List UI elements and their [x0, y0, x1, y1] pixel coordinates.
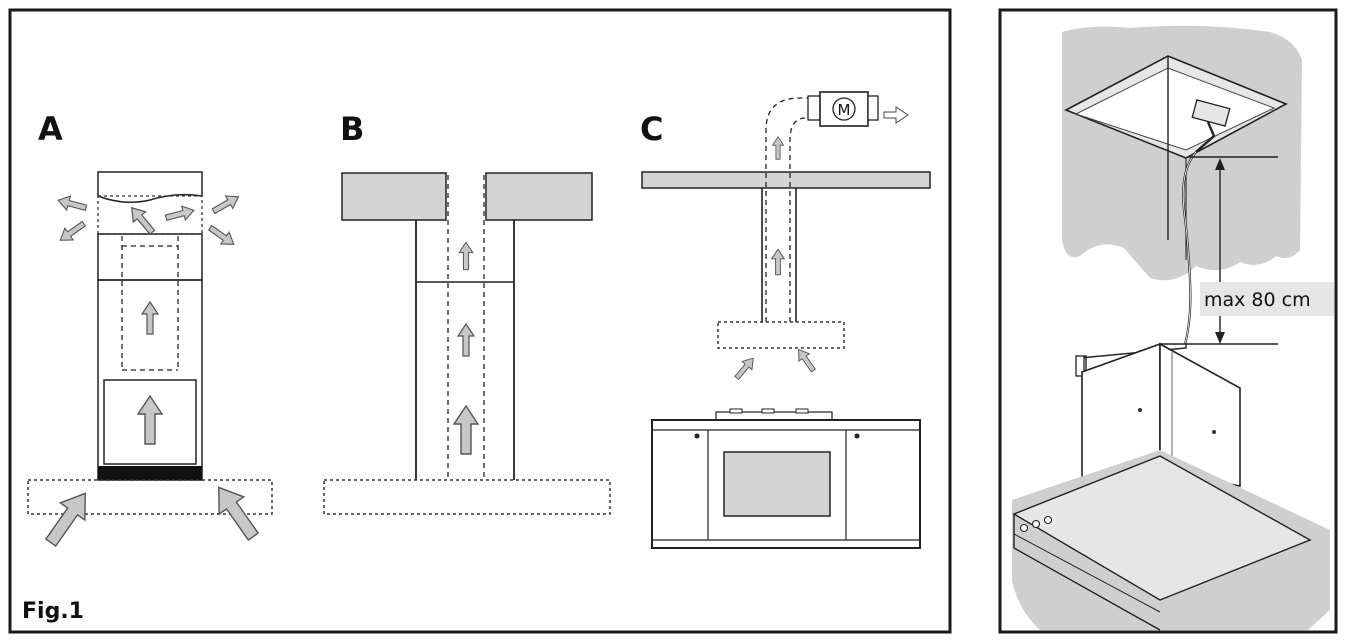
outlet-arrow [55, 192, 89, 216]
outlet-arrow [163, 202, 197, 226]
airflow-arrow [457, 323, 475, 357]
hood-canopy [323, 479, 611, 515]
power-plug [1195, 121, 1216, 153]
airflow-arrow [453, 405, 479, 455]
hood-canopy-top [1012, 455, 1312, 601]
airflow-arrow [124, 202, 160, 238]
dimension-label: max 80 cm [1204, 289, 1311, 311]
dimension-label-box [1200, 282, 1334, 316]
airflow-arrow [771, 248, 785, 276]
figure-frame-left [8, 8, 952, 634]
inlet-arrow [731, 353, 759, 383]
motor-symbol [832, 97, 856, 121]
inlet-arrow [792, 345, 820, 375]
panel-b: B [323, 110, 611, 515]
filter-box [103, 379, 197, 465]
motor-label: M [838, 101, 851, 119]
control-knob [1019, 523, 1029, 533]
inlet-arrow [205, 478, 267, 546]
duct-path-inner [789, 117, 816, 322]
grease-filter [98, 466, 202, 480]
panel-c-label: C [640, 110, 663, 148]
control-knob [1031, 519, 1041, 529]
airflow-arrow [137, 395, 163, 445]
outlet-arrow [205, 221, 239, 251]
figure-label: Fig.1 [22, 599, 84, 624]
hood-top [97, 171, 203, 203]
chimney-side [1159, 342, 1241, 487]
panel-b-label: B [340, 110, 364, 148]
panel-a: A [27, 110, 273, 552]
airflow-arrow [141, 301, 159, 335]
hood-canopy [27, 479, 273, 515]
figure-frame-right [998, 8, 1338, 634]
airflow-arrow [458, 241, 474, 271]
installation-view: max 80 cm [1012, 25, 1334, 631]
ceiling-right [485, 172, 593, 221]
hood-canopy [717, 321, 845, 349]
cabinet-top-inner [1074, 67, 1276, 151]
cooker [651, 408, 921, 549]
ceiling-slab [641, 171, 931, 189]
outlet-arrow [55, 217, 89, 247]
motor-flange-right [867, 95, 879, 121]
inlet-arrow [37, 484, 99, 552]
ceiling-left [341, 172, 447, 221]
duct-path-outer [765, 97, 816, 322]
control-knob [1043, 515, 1053, 525]
exhaust-arrow [883, 106, 909, 124]
panel-c: C M [640, 91, 931, 549]
oven-window [723, 451, 831, 517]
outlet-arrow [209, 190, 243, 218]
hood-upper-column [97, 233, 203, 281]
motor-flange-left [807, 95, 821, 121]
airflow-arrow [771, 136, 785, 160]
panel-a-label: A [38, 110, 63, 148]
electrical-box [1191, 99, 1231, 127]
